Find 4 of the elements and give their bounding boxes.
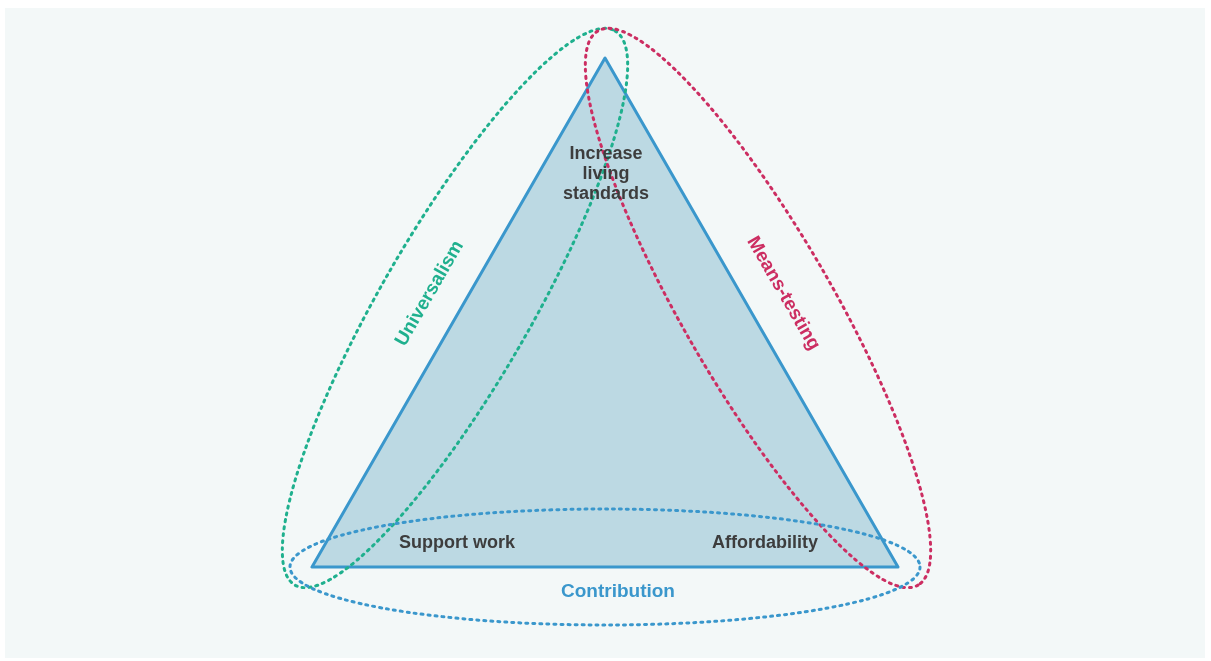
ellipse-label: Contribution <box>561 580 675 602</box>
corner-label: Support work <box>398 532 516 552</box>
corner-label: Increase living standards <box>562 143 650 203</box>
corner-label: Affordability <box>711 532 819 552</box>
